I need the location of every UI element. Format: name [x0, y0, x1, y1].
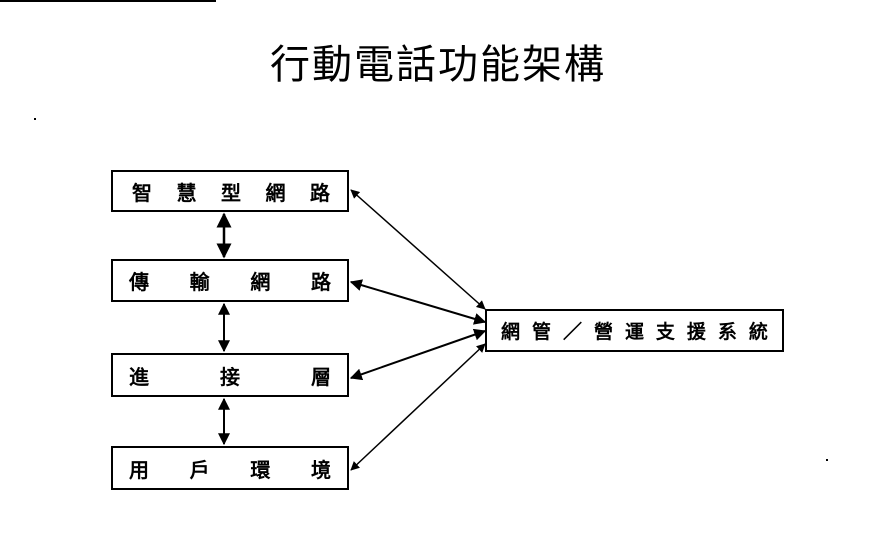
- arrow-layer1-management: [350, 189, 486, 310]
- management-char: 營: [593, 321, 613, 343]
- top-rule: [0, 0, 216, 2]
- management-char: 援: [686, 321, 706, 343]
- arrow-layer4-management: [350, 343, 486, 471]
- layer-char: 型: [221, 180, 241, 205]
- arrow-layer2-management: [349, 279, 487, 325]
- layer-char: 路: [310, 180, 330, 205]
- speck: [34, 118, 36, 120]
- layer-char: 戶: [189, 457, 210, 482]
- layer-box-access-layer: 進 接 層: [111, 353, 349, 397]
- management-char: ／: [562, 321, 582, 343]
- layer-char: 智: [132, 180, 152, 205]
- layer-char: 進: [129, 364, 149, 389]
- management-char: 網: [501, 321, 521, 343]
- layer-box-user-environment: 用 戶 環 境: [111, 446, 349, 490]
- layer-char: 慧: [176, 180, 197, 205]
- layer-char: 用: [129, 457, 149, 482]
- layer-char: 層: [311, 364, 331, 389]
- management-char: 運: [624, 321, 644, 343]
- layer-char: 網: [265, 180, 286, 205]
- arrow-layer3-management: [349, 328, 487, 381]
- management-char: 系: [717, 321, 737, 343]
- management-char: 統: [748, 321, 768, 343]
- layer-char: 環: [250, 457, 271, 482]
- management-char: 支: [655, 321, 675, 343]
- layer-char: 境: [310, 457, 331, 482]
- layer-char: 路: [310, 270, 331, 294]
- layer-char: 傳: [129, 270, 149, 294]
- layer-char: 網: [250, 270, 271, 294]
- layer-box-smart-network: 智 慧 型 網 路: [111, 170, 349, 212]
- layer-char: 接: [220, 364, 240, 389]
- management-box: 網 管 ／ 營 運 支 援 系 統: [485, 309, 784, 352]
- layer-char: 輸: [189, 270, 210, 294]
- management-char: 管: [531, 321, 551, 343]
- speck: [826, 459, 828, 461]
- diagram-title: 行動電話功能架構: [270, 42, 606, 88]
- layer-box-transport-network: 傳 輸 網 路: [111, 259, 349, 302]
